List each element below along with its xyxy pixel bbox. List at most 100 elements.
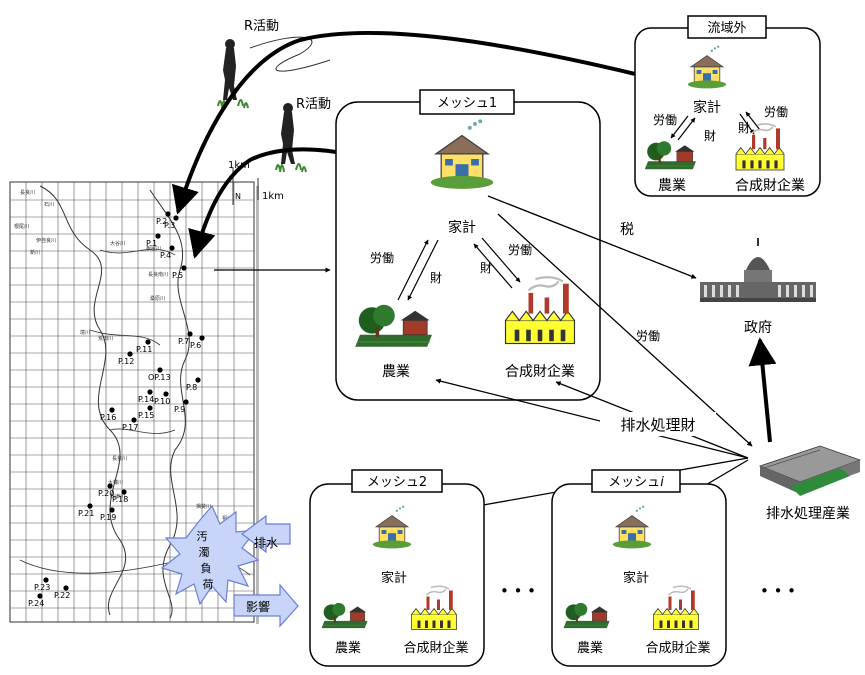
outside-box: 流域外 家計 労働 労働 財 財 農業 合成財企業 <box>634 15 821 197</box>
map-point-label: P.18 <box>112 495 128 504</box>
outside-goods: 財 <box>704 128 716 143</box>
map-river-label: 桑原川 <box>150 295 165 302</box>
map-point-label: P.23 <box>34 583 50 592</box>
map-point-label: P.14 <box>138 395 154 404</box>
mesh2-agriculture-label: 農業 <box>335 640 361 656</box>
ellipsis: • • • <box>500 582 536 600</box>
map-point-marker <box>43 577 49 583</box>
svg-text:荷: 荷 <box>203 578 214 591</box>
labor-to-industry-label: 労働 <box>636 329 660 343</box>
ellipsis: • • • <box>760 582 796 600</box>
mesh1-labor: 労働 <box>370 251 394 265</box>
map-point-marker <box>173 215 179 221</box>
mesh2-box: メッシュ2 家計 農業 合成財企業 <box>309 469 485 667</box>
mesh1-title: メッシュ1 <box>437 96 497 111</box>
map-point-label: P.12 <box>118 357 134 366</box>
pollution-load-burst: 汚 濁 負 荷 <box>160 504 260 606</box>
mesh1-labor-right: 労働 <box>508 243 532 257</box>
map-point-marker <box>131 417 137 423</box>
map-point-label: P.3 <box>164 221 175 230</box>
meshi-firm-label: 合成財企業 <box>645 640 710 656</box>
map-point-marker <box>127 351 133 357</box>
map-point-label: P.6 <box>190 341 201 350</box>
meshi-agriculture-label: 農業 <box>577 640 603 656</box>
treatment-industry-icon <box>758 445 862 496</box>
tax-label: 税 <box>620 222 634 238</box>
map-point-marker <box>147 405 153 411</box>
map-river-label: 境川 <box>80 329 90 336</box>
government-icon <box>700 238 816 302</box>
treatment-industry-label: 排水処理産業 <box>766 506 850 522</box>
meshi-household-label: 家計 <box>623 570 649 586</box>
map-point-marker <box>195 377 201 383</box>
outside-goods: 財 <box>738 120 750 135</box>
map-point-marker <box>145 339 151 345</box>
map-river-label: 大谷川 <box>110 240 125 247</box>
map-point-label: P.8 <box>186 383 197 392</box>
mesh1-agriculture-label: 農業 <box>382 364 410 380</box>
map-point-label: P.9 <box>174 405 185 414</box>
meshi-title: メッシュi <box>608 475 664 490</box>
map-point-label: P.16 <box>100 413 116 422</box>
map-point-label: P.19 <box>100 513 116 522</box>
mesh1-goods-right: 財 <box>480 260 492 275</box>
outside-firm-label: 合成財企業 <box>735 177 805 194</box>
map-river-label: 新川 <box>30 249 40 256</box>
map-point-marker <box>181 265 187 271</box>
mesh2-firm-label: 合成財企業 <box>403 640 468 656</box>
outside-labor-right: 労働 <box>764 105 788 119</box>
map-river-label: 荒田川 <box>98 335 113 342</box>
discharge-label: 排水 <box>254 536 278 550</box>
mesh1-goods-left: 財 <box>430 270 442 285</box>
map-river-label: 揖斐川 <box>196 503 211 510</box>
map-river-label: 伊自良川 <box>36 237 56 244</box>
map-point-marker <box>109 407 115 413</box>
outside-agriculture-label: 農業 <box>658 178 686 194</box>
map-river-label: 石川 <box>44 202 54 208</box>
outside-title: 流域外 <box>707 21 746 36</box>
svg-text:濁: 濁 <box>199 546 210 559</box>
svg-text:負: 負 <box>201 562 212 575</box>
map-point-marker <box>147 389 153 395</box>
map-river-label: 長良川 <box>20 189 35 196</box>
r-activity-arrow-outside <box>171 30 669 215</box>
map-point-marker <box>121 489 127 495</box>
map-point-marker <box>107 483 113 489</box>
r-activity-label: R活動 <box>244 19 279 34</box>
map-point-label: P.11 <box>136 345 152 354</box>
treatment-goods-label: 排水処理財 <box>620 416 695 434</box>
map-point-marker <box>187 331 193 337</box>
mesh1-household-label: 家計 <box>448 219 476 236</box>
map-point-marker <box>109 507 115 513</box>
map-point-marker <box>37 593 43 599</box>
mesh2-title: メッシュ2 <box>367 475 427 490</box>
map-point-marker <box>63 585 69 591</box>
map-point-marker <box>165 211 171 217</box>
map-point-label: P.4 <box>160 251 171 260</box>
map-river-label: 大榑川 <box>108 479 123 486</box>
map-point-marker <box>163 391 169 397</box>
map-point-label: P.21 <box>78 509 94 518</box>
map-point-label: P.1 <box>146 239 157 248</box>
map-point-marker <box>87 503 93 509</box>
map-point-label: P.10 <box>154 397 170 406</box>
impact-label: 影響 <box>246 599 270 614</box>
map-river-label: 板屋川 <box>146 245 161 252</box>
map-north: N <box>235 192 241 201</box>
map-point-label: P.7 <box>178 337 189 346</box>
r-activity-label: R活動 <box>296 97 331 112</box>
outside-household-label: 家計 <box>693 99 721 116</box>
map-river-label: 石津川 <box>110 493 125 500</box>
map-point-label: P.17 <box>122 423 138 432</box>
map-point-label: P.20 <box>98 489 114 498</box>
mesh1-box: メッシュ1 家計 労働 財 財 労働 農業 合成財企業 <box>335 89 601 401</box>
map-scale-label: 1km <box>262 191 284 202</box>
map-point-label: P.5 <box>172 271 183 280</box>
outside-labor-left: 労働 <box>653 113 677 127</box>
map-point-label: OP.13 <box>148 373 171 382</box>
fisher-2 <box>275 102 307 173</box>
map-point-label: P.15 <box>138 411 154 420</box>
impact-callout: 影響 <box>233 583 299 628</box>
map-scale-label: 1km <box>228 160 250 171</box>
